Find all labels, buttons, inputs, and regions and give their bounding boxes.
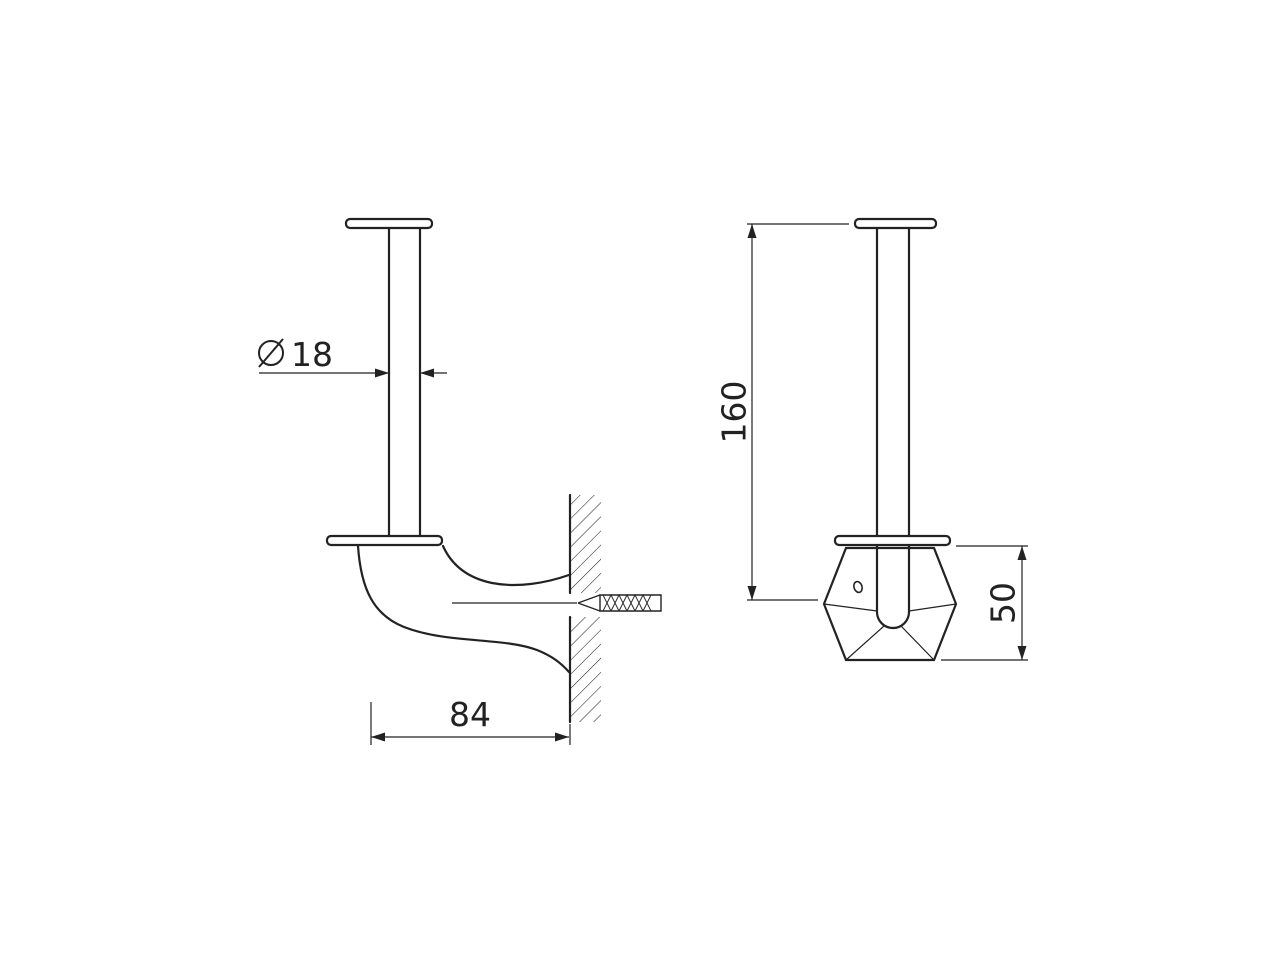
diameter-symbol [258, 338, 284, 368]
dim-overall-height: 160 [715, 223, 849, 601]
wall-bracket [356, 544, 577, 674]
rod-front [875, 226, 911, 630]
wall-anchor-plug [577, 594, 662, 612]
dim-rod-diameter: 18 [258, 335, 447, 378]
wall-hatch-upper [570, 495, 601, 593]
hex-facet-lines [823, 603, 957, 661]
dim-bracket-depth: 84 [370, 695, 571, 745]
anchor-tip [577, 594, 601, 612]
side-view: 18 84 [258, 217, 662, 745]
front-view: 160 50 [715, 217, 1028, 662]
rod-side [387, 226, 422, 538]
dim-bracket-depth-value: 84 [449, 695, 491, 734]
top-flange-side [344, 217, 434, 230]
wall-section [568, 493, 601, 724]
top-flange-front [853, 217, 938, 230]
wall-hatch-lower [570, 617, 601, 722]
dim-overall-height-value: 160 [715, 381, 754, 444]
dim-escutcheon-width-value: 50 [984, 582, 1023, 624]
dim-rod-diameter-value: 18 [291, 335, 333, 374]
dim-escutcheon-width: 50 [941, 545, 1028, 661]
bottom-flange-side [325, 534, 444, 547]
bottom-flange-front [833, 534, 952, 547]
hex-escutcheon [822, 546, 958, 662]
screw-hole [853, 580, 863, 594]
